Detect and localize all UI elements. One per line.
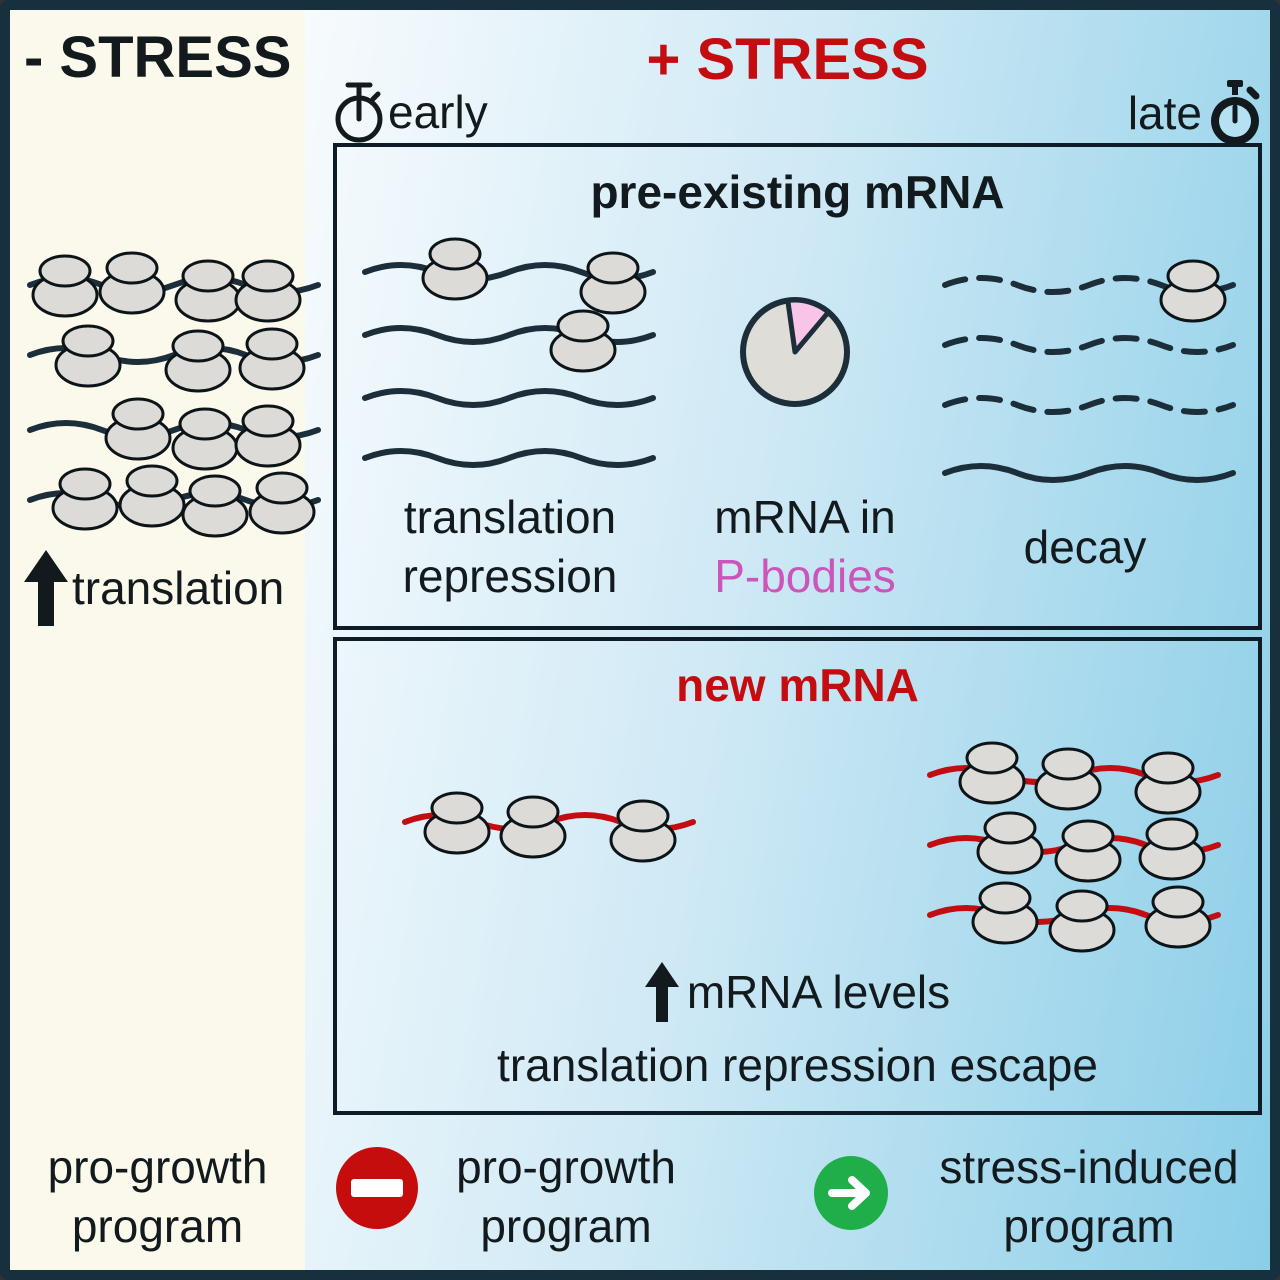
repression-escape-label: translation repression escape [497, 1039, 1098, 1091]
no-entry-icon [336, 1147, 418, 1229]
up-arrow-icon [644, 962, 679, 1022]
pbody-pie-figure [740, 297, 850, 407]
translation-label: translation [72, 561, 285, 614]
stress-induced-program-label: stress-induced program [939, 1141, 1239, 1252]
translation-repression-figure [362, 237, 656, 468]
new-mrna-title: new mRNA [676, 659, 919, 711]
decay-label: decay [1023, 521, 1147, 573]
polysomes-figure [27, 251, 321, 538]
decay-figure [942, 259, 1236, 483]
pre-existing-mrna-box [333, 143, 1262, 630]
early-label: early [388, 86, 488, 138]
blocked-pro-growth-label: pro-growth program [456, 1141, 676, 1252]
mrna-in-pbodies-label: mRNA in P-bodies [660, 488, 950, 606]
pbody-fraction-slice [785, 297, 831, 355]
new-mrna-box [333, 637, 1262, 1115]
green-arrow-icon [814, 1156, 888, 1230]
up-arrow-icon [24, 550, 68, 626]
stopwatch-filled-icon [1211, 80, 1260, 145]
mrna-levels-callout: mRNA levels [333, 962, 1262, 1022]
pro-growth-program-label: pro-growth program [47, 1141, 268, 1252]
translation-repression-label: translation repression [402, 491, 618, 602]
mrna-levels-label: mRNA levels [686, 965, 951, 1018]
pre-existing-mrna-title: pre-existing mRNA [590, 166, 1005, 218]
new-mrna-early-figure [402, 791, 696, 863]
stopwatch-outline-icon [335, 82, 383, 143]
late-timepoint: late [1128, 80, 1262, 146]
new-mrna-late-figure [927, 741, 1221, 953]
pbodies-label: P-bodies [714, 549, 896, 602]
plus-stress-title: + STRESS [646, 27, 929, 92]
no-stress-title: - STRESS [24, 25, 292, 90]
early-timepoint: early [335, 80, 488, 144]
translation-up-callout: translation [24, 550, 284, 626]
late-label: late [1127, 87, 1202, 139]
